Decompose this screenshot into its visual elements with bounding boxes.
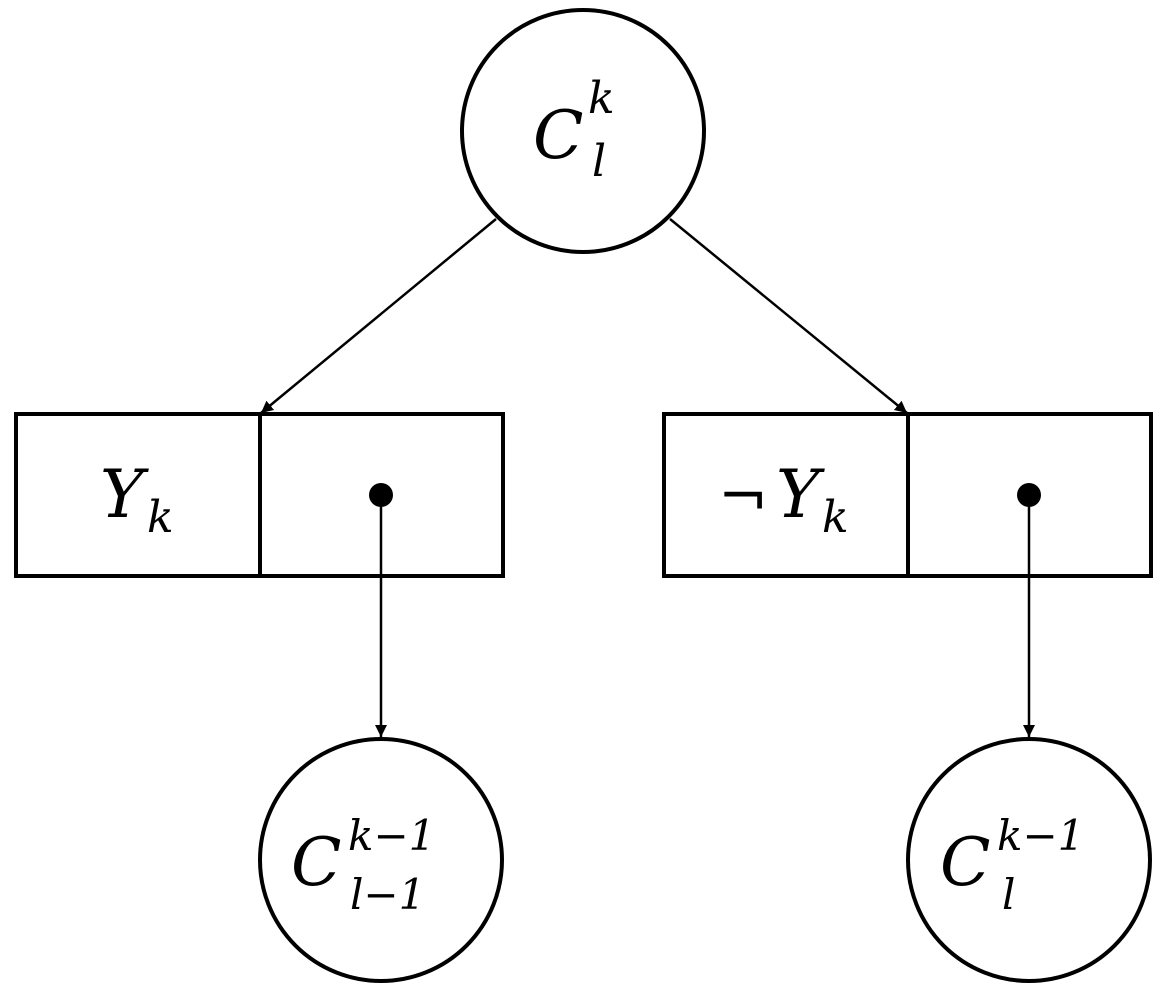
left-record-label-base: Y <box>100 456 149 533</box>
edge-root-to-left-record <box>260 218 497 414</box>
right-record-label-sub: k <box>822 492 849 543</box>
root-node-base: C <box>533 97 584 174</box>
edge-root-to-right-record <box>669 218 908 414</box>
right-record-negation: ¬ <box>718 462 768 532</box>
left-leaf-sup: k−1 <box>348 811 435 860</box>
right-leaf-base: C <box>940 824 991 901</box>
left-record: Y k <box>14 412 505 578</box>
right-record: ¬ Y k <box>662 412 1153 578</box>
right-record-label-base: Y <box>776 456 825 533</box>
root-node-sub: l <box>592 136 606 187</box>
right-leaf-node: C k−1 l <box>906 737 1152 983</box>
right-leaf-sub: l <box>1002 870 1015 919</box>
left-leaf-sub: l−1 <box>350 870 425 919</box>
right-leaf-sup: k−1 <box>997 811 1084 860</box>
left-leaf-base: C <box>291 824 342 901</box>
left-record-label-sub: k <box>147 492 174 543</box>
root-node: C k l <box>460 8 706 254</box>
root-node-sup: k <box>588 73 615 124</box>
left-leaf-node: C k−1 l−1 <box>258 737 504 983</box>
